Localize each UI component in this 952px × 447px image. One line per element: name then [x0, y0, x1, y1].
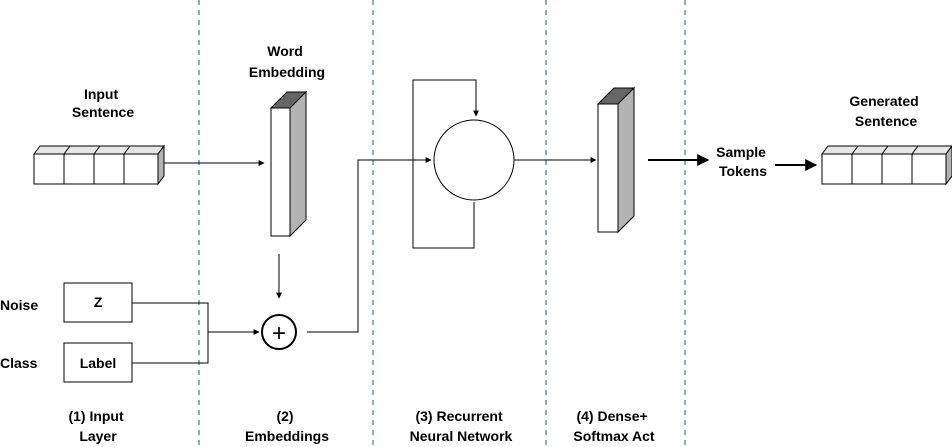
word-embedding-label: Word Embedding [249, 43, 325, 80]
word-embedding-layer [269, 90, 308, 238]
stage-2-caption: (2) Embeddings [245, 408, 329, 444]
label-box-text: Label [80, 355, 117, 371]
plus-symbol: + [272, 320, 286, 347]
arrow-plus-to-rnn [307, 157, 432, 333]
input-sentence-label: Input Sentence [72, 86, 134, 120]
z-box [63, 282, 133, 323]
input-sentence-tokens [33, 144, 165, 186]
generated-sentence-label: Generated Sentence [849, 93, 922, 129]
noise-label: Noise [0, 297, 38, 313]
stage-1-caption: (1) Input Layer [68, 408, 127, 444]
label-box [63, 342, 133, 383]
stage-3-caption: (3) Recurrent Neural Network [410, 408, 513, 444]
dense-softmax-layer [596, 86, 636, 234]
noise-class-merge-line [132, 302, 209, 364]
stage-4-caption: (4) Dense+ Softmax Act [573, 408, 655, 444]
rnn-cell-circle [433, 119, 515, 201]
generated-sentence-tokens [821, 145, 952, 186]
concat-plus-icon [261, 314, 297, 350]
z-box-text: Z [94, 294, 103, 310]
class-label: Class [0, 355, 38, 371]
rnn-recurrent-loop [412, 79, 479, 249]
sample-tokens-label: Sample Tokens [716, 144, 770, 179]
